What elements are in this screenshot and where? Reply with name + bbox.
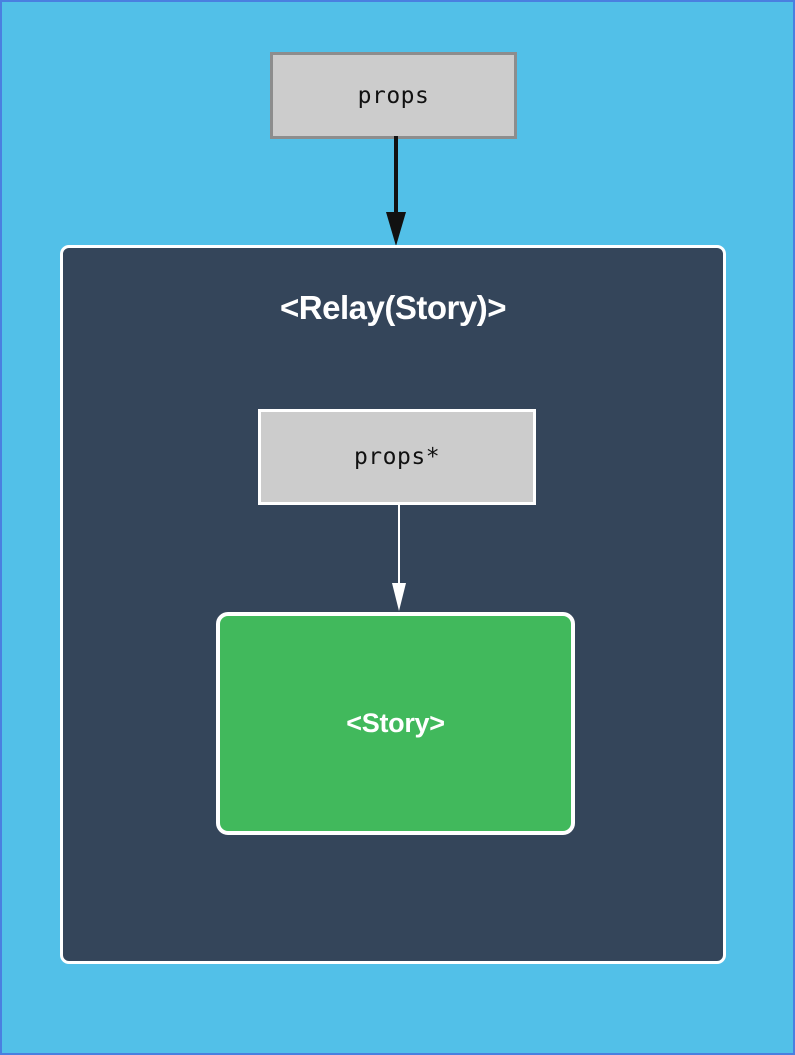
node-story[interactable]: <Story> (216, 612, 575, 835)
node-props-outer-label: props (357, 82, 430, 109)
node-props-inner[interactable]: props* (258, 409, 536, 505)
node-props-outer[interactable]: props (270, 52, 517, 139)
arrow-props-to-relay-icon (386, 136, 406, 246)
node-props-inner-label: props* (353, 444, 441, 470)
arrow-innerprops-to-story-icon (392, 503, 406, 611)
node-relay-container-label: <Relay(Story)> (280, 289, 506, 326)
node-relay-container[interactable]: <Relay(Story)> props* <Story> (60, 245, 726, 964)
node-story-label: <Story> (346, 708, 445, 738)
